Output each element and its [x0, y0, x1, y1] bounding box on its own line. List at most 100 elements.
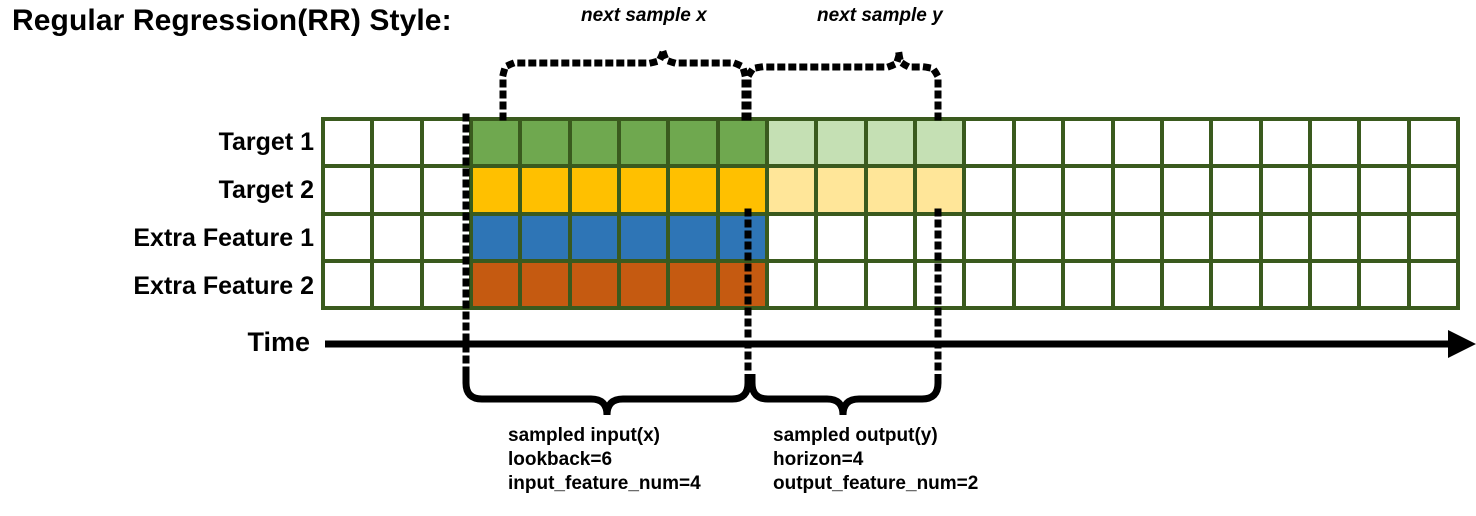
grid-cell — [867, 262, 914, 306]
grid-cell — [670, 121, 716, 165]
grid-cell — [917, 262, 963, 306]
grid-cell — [1361, 121, 1407, 165]
grid-cell — [1311, 168, 1358, 212]
grid-cell — [1213, 262, 1259, 306]
grid-cell — [621, 168, 667, 212]
grid-cell — [1311, 215, 1358, 259]
grid-cell — [423, 262, 470, 306]
grid-cell — [522, 121, 568, 165]
grid-cell — [1410, 121, 1456, 165]
grid-cell — [719, 215, 766, 259]
grid-cell — [621, 262, 667, 306]
grid-cell — [1213, 168, 1259, 212]
grid-row — [325, 121, 1456, 165]
grid-cell — [522, 168, 568, 212]
grid-cell — [1065, 215, 1111, 259]
grid-cell — [571, 121, 618, 165]
grid-cell — [1015, 262, 1062, 306]
grid-cell — [966, 262, 1012, 306]
grid-cell — [473, 215, 519, 259]
grid-cell — [1410, 168, 1456, 212]
note-input-line-2: lookback=6 — [508, 449, 613, 470]
grid-cell — [325, 121, 371, 165]
grid-cell — [966, 168, 1012, 212]
grid-cell — [325, 262, 371, 306]
grid-cell — [1114, 168, 1160, 212]
grid-cell — [621, 215, 667, 259]
brace-label-next-sample-x: next sample x — [581, 5, 707, 26]
grid-cell — [966, 121, 1012, 165]
grid-cell — [1262, 168, 1308, 212]
grid-cell — [423, 215, 470, 259]
grid-cell — [325, 215, 371, 259]
grid-cell — [1065, 168, 1111, 212]
grid-cell — [1163, 121, 1210, 165]
grid-cell — [1065, 262, 1111, 306]
row-label-target-1: Target 1 — [218, 128, 314, 156]
grid-cell — [1163, 215, 1210, 259]
grid-cell — [571, 168, 618, 212]
grid-cell — [325, 168, 371, 212]
grid-row — [325, 215, 1456, 259]
note-output-line-3: output_feature_num=2 — [773, 473, 979, 494]
grid-cell — [1114, 262, 1160, 306]
grid-cell — [1361, 262, 1407, 306]
grid-row — [325, 168, 1456, 212]
grid-cell — [818, 168, 864, 212]
page-title: Regular Regression(RR) Style: — [12, 4, 452, 37]
time-axis — [325, 330, 1476, 358]
note-sampled-output: sampled output(y) horizon=4 output_featu… — [773, 424, 978, 496]
grid-cell — [522, 262, 568, 306]
timeline-grid — [321, 117, 1460, 310]
grid-cell — [621, 121, 667, 165]
grid-cell — [1213, 215, 1259, 259]
grid-cell — [1361, 215, 1407, 259]
grid-cell — [571, 262, 618, 306]
grid-cell — [1410, 262, 1456, 306]
grid-cell — [1311, 262, 1358, 306]
grid-cell — [423, 121, 470, 165]
grid-cell — [571, 215, 618, 259]
grid-cell — [769, 168, 815, 212]
note-input-line-3: input_feature_num=4 — [508, 473, 701, 494]
grid-cell — [670, 262, 716, 306]
grid-cell — [1114, 215, 1160, 259]
grid-cell — [1311, 121, 1358, 165]
note-output-line-2: horizon=4 — [773, 449, 864, 470]
grid-cell — [867, 121, 914, 165]
grid-cell — [1213, 121, 1259, 165]
grid-cell — [374, 215, 420, 259]
grid-cell — [719, 262, 766, 306]
grid-cell — [1262, 262, 1308, 306]
grid-row — [325, 262, 1456, 306]
grid-cell — [818, 121, 864, 165]
grid-cell — [1410, 215, 1456, 259]
grid-cell — [1361, 168, 1407, 212]
note-input-line-1: sampled input(x) — [508, 425, 661, 446]
row-label-target-2: Target 2 — [218, 176, 314, 204]
grid-cell — [1015, 121, 1062, 165]
grid-cell — [473, 168, 519, 212]
grid-cell — [966, 215, 1012, 259]
grid-cell — [1015, 168, 1062, 212]
grid-cell — [719, 168, 766, 212]
note-sampled-input: sampled input(x) lookback=6 input_featur… — [508, 424, 701, 496]
grid-cell — [374, 262, 420, 306]
grid-cell — [719, 121, 766, 165]
grid-cell — [769, 121, 815, 165]
grid-cell — [1163, 168, 1210, 212]
grid-cell — [423, 168, 470, 212]
grid-cell — [818, 262, 864, 306]
grid-cell — [374, 121, 420, 165]
grid-cell — [917, 168, 963, 212]
grid-cell — [1262, 215, 1308, 259]
grid-cell — [1065, 121, 1111, 165]
row-label-extra-feature-1: Extra Feature 1 — [133, 224, 314, 252]
note-output-line-1: sampled output(y) — [773, 425, 938, 446]
grid-cell — [473, 262, 519, 306]
grid-cell — [522, 215, 568, 259]
axis-label-time: Time — [247, 327, 310, 357]
grid-cell — [818, 215, 864, 259]
grid-cell — [867, 168, 914, 212]
